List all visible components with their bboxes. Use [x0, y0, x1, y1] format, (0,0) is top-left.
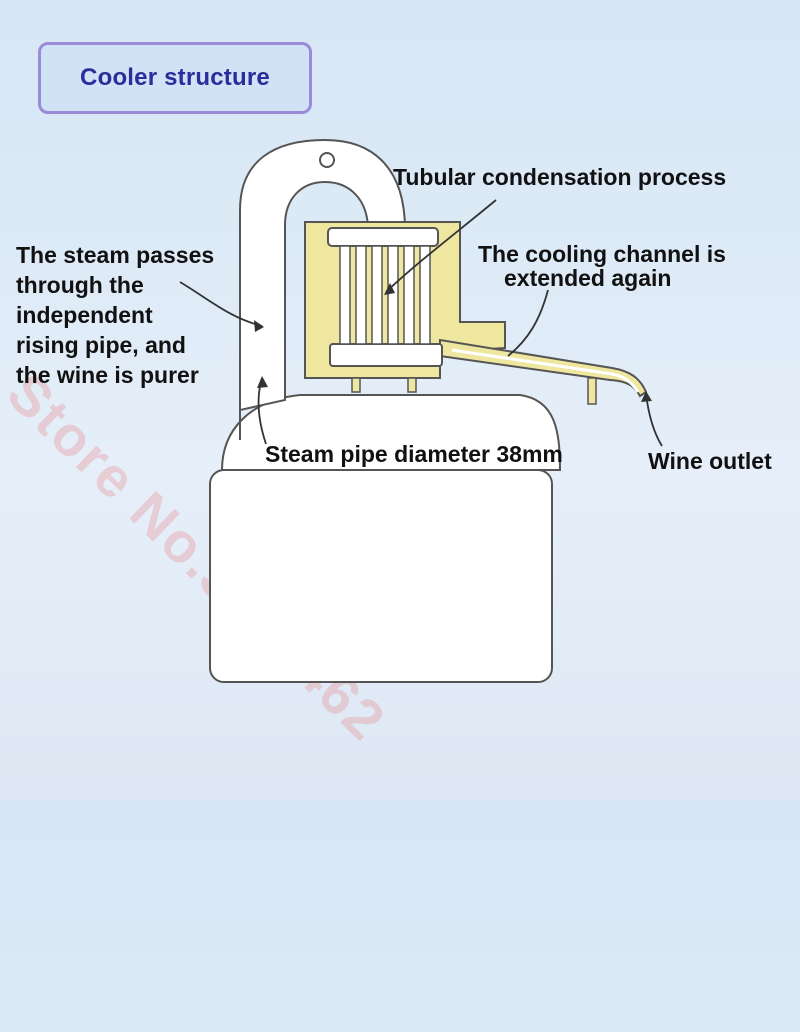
label-steam-line-1: The steam passes — [16, 242, 215, 268]
label-steam-line-3: independent — [16, 302, 153, 328]
leader-tubular — [385, 199, 497, 293]
label-cooling-line-1: The cooling channel is — [478, 241, 726, 267]
pipe-hole — [319, 152, 335, 168]
outlet-spout — [587, 377, 597, 405]
label-pipe-value: 38mm — [496, 441, 563, 467]
arrow-heads — [254, 283, 652, 402]
label-steam-line-4: rising pipe, and — [16, 332, 186, 358]
boiler-dome — [220, 394, 562, 471]
cooler-diagram — [179, 138, 663, 683]
label-steam-pipe-diameter: Steam pipe diameter 38mm — [265, 439, 563, 469]
boiler-pot — [209, 469, 553, 683]
leader-steam — [179, 281, 263, 327]
tube-bottom-plate — [329, 343, 443, 367]
channel-inner-tube — [451, 348, 640, 393]
leader-outlet — [645, 393, 663, 447]
tube-top-plate — [327, 227, 439, 247]
label-steam-passes: The steam passes through the independent… — [16, 240, 214, 390]
label-wine-outlet: Wine outlet — [648, 448, 772, 474]
housing-leg-right — [407, 377, 417, 393]
label-cooling-line-2: extended again — [504, 265, 672, 291]
diagram-title: Cooler structure — [80, 64, 270, 91]
label-pipe-prefix: Steam pipe diameter — [265, 441, 497, 467]
cooling-channel — [439, 338, 648, 398]
label-steam-line-2: through the — [16, 272, 144, 298]
label-tubular-condensation: Tubular condensation process — [393, 164, 727, 190]
housing-leg-left — [351, 377, 361, 393]
label-cooling-channel: The cooling channel is extended again — [478, 242, 726, 290]
title-box: Cooler structure — [38, 42, 312, 114]
label-steam-line-5: the wine is purer — [16, 362, 199, 388]
leader-cooling — [507, 289, 549, 357]
condensation-tubes — [339, 245, 431, 345]
